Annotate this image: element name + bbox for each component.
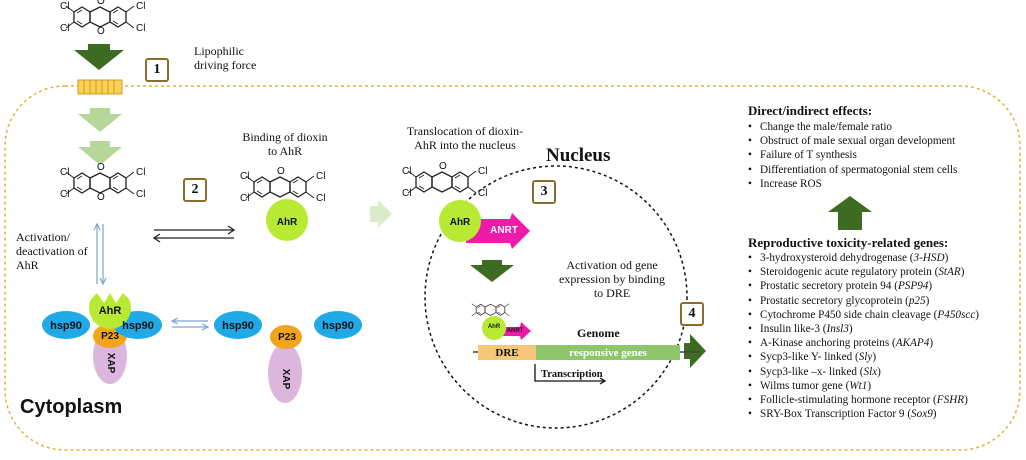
genome-label: Genome bbox=[577, 326, 620, 340]
list-item: Follicle-stimulating hormone receptor (F… bbox=[748, 393, 979, 407]
cl-label: Cl bbox=[136, 23, 146, 34]
responsive-genes-label: responsive genes bbox=[569, 347, 647, 359]
p23-label: P23 bbox=[278, 332, 296, 343]
lipid-bilayer bbox=[77, 79, 123, 95]
transcription-arrow bbox=[534, 364, 607, 385]
anrt-label-small: ANRT bbox=[506, 328, 524, 334]
arrow-down-membrane bbox=[78, 108, 122, 132]
list-item: SRY-Box Transcription Factor 9 (Sox9) bbox=[748, 407, 979, 421]
xap-label: XAP bbox=[105, 352, 116, 374]
o-label: O bbox=[277, 166, 285, 177]
ahr-protein-bound bbox=[266, 199, 308, 241]
arrow-up-effects bbox=[828, 196, 872, 230]
hsp90-label: hsp90 bbox=[122, 320, 154, 332]
cytoplasm-title: Cytoplasm bbox=[20, 396, 123, 418]
lipophilic-label: Lipophilic driving force bbox=[194, 44, 257, 72]
arrow-down-entry bbox=[74, 44, 124, 70]
dre-bound-complex bbox=[482, 316, 531, 340]
list-item: A-Kinase anchoring proteins (AKAP4) bbox=[748, 336, 979, 350]
dioxin-molecule-cytoplasm bbox=[65, 171, 135, 195]
xap-label: XAP bbox=[280, 368, 291, 390]
ahr-label-small: AhR bbox=[487, 324, 501, 330]
genome-dna bbox=[473, 345, 700, 360]
o-label: O bbox=[97, 26, 105, 37]
cl-label: Cl bbox=[60, 23, 70, 34]
list-item: Sycp3-like Y- linked (Sly) bbox=[748, 350, 979, 364]
list-item: Obstruct of male sexual organ developmen… bbox=[748, 134, 957, 148]
cl-label: Cl bbox=[136, 189, 146, 200]
cl-label: Cl bbox=[60, 167, 70, 178]
activation-ahr-label: Activation/ deactivation of AhR bbox=[16, 230, 88, 272]
list-item: 3-hydroxysteroid dehydrogenase (3-HSD) bbox=[748, 251, 979, 265]
arrow-down-cytoplasm bbox=[78, 141, 122, 165]
ahr-anrt-complex bbox=[439, 200, 530, 249]
list-item: Insulin like-3 (Insl3) bbox=[748, 322, 979, 336]
step-badge-1: 1 bbox=[145, 58, 169, 82]
cell-membrane bbox=[4, 85, 1021, 451]
free-chaperones bbox=[214, 311, 362, 403]
list-item: Cytochrome P450 side chain cleavage (P45… bbox=[748, 308, 979, 322]
cl-label: Cl bbox=[478, 166, 488, 177]
effects-heading: Direct/indirect effects: bbox=[748, 103, 873, 118]
arrow-right-output bbox=[684, 334, 706, 368]
effects-list: Change the male/female ratio Obstruct of… bbox=[748, 120, 957, 191]
arrow-right-translocation bbox=[370, 200, 392, 228]
cl-label: Cl bbox=[240, 171, 250, 182]
hsp90-label: hsp90 bbox=[50, 320, 82, 332]
list-item: Steroidogenic acute regulatory protein (… bbox=[748, 265, 979, 279]
dre-label: DRE bbox=[495, 347, 519, 359]
cl-label: Cl bbox=[316, 193, 326, 204]
hsp90-label: hsp90 bbox=[222, 320, 254, 332]
activation-gene-label: Activation od gene expression by binding… bbox=[559, 258, 665, 300]
list-item: Prostatic secretory protein 94 (PSP94) bbox=[748, 279, 979, 293]
o-label: O bbox=[439, 161, 447, 172]
anrt-label: ANRT bbox=[490, 225, 518, 236]
list-item: Wilms tumor gene (Wt1) bbox=[748, 379, 979, 393]
cl-label: Cl bbox=[60, 189, 70, 200]
list-item: Prostatic secretory glycoprotein (p25) bbox=[748, 294, 979, 308]
dioxin-molecule-translocated bbox=[407, 170, 477, 194]
step-badge-4: 4 bbox=[680, 302, 704, 326]
dioxin-molecule-dre-bound bbox=[471, 303, 510, 317]
cl-label: Cl bbox=[402, 166, 412, 177]
equilibrium-arrows bbox=[152, 225, 236, 243]
arrow-down-nucleus bbox=[470, 260, 514, 282]
list-item: Failure of T synthesis bbox=[748, 148, 957, 162]
cl-label: Cl bbox=[478, 188, 488, 199]
ahr-label: AhR bbox=[98, 305, 122, 317]
nucleus-membrane bbox=[424, 165, 688, 429]
ahr-chaperone-complex bbox=[42, 293, 162, 384]
ahr-label: AhR bbox=[449, 217, 471, 228]
dioxin-molecule-ahr-bound bbox=[245, 175, 315, 199]
cl-label: Cl bbox=[60, 1, 70, 12]
genes-heading: Reproductive toxicity-related genes: bbox=[748, 235, 949, 250]
nucleus-title: Nucleus bbox=[546, 145, 611, 166]
cl-label: Cl bbox=[240, 193, 250, 204]
o-label: O bbox=[97, 0, 105, 7]
list-item: Differentiation of spermatogonial stem c… bbox=[748, 163, 957, 177]
o-label: O bbox=[97, 192, 105, 203]
genes-list: 3-hydroxysteroid dehydrogenase (3-HSD) S… bbox=[748, 251, 979, 422]
translocation-label: Translocation of dioxin-AhR into the nuc… bbox=[406, 124, 524, 152]
blue-double-arrows bbox=[93, 222, 210, 331]
list-item: Increase ROS bbox=[748, 177, 957, 191]
binding-label: Binding of dioxin to AhR bbox=[242, 130, 328, 158]
cl-label: Cl bbox=[136, 167, 146, 178]
step-badge-2: 2 bbox=[183, 178, 207, 202]
list-item: Sycp3-like –x- linked (Slx) bbox=[748, 365, 979, 379]
hsp90-label: hsp90 bbox=[322, 320, 354, 332]
cl-label: Cl bbox=[402, 188, 412, 199]
cl-label: Cl bbox=[136, 1, 146, 12]
cl-label: Cl bbox=[316, 171, 326, 182]
o-label: O bbox=[97, 162, 105, 173]
step-badge-3: 3 bbox=[532, 180, 556, 204]
list-item: Change the male/female ratio bbox=[748, 120, 957, 134]
transcription-label: Transcription bbox=[541, 369, 603, 380]
p23-label: P23 bbox=[101, 331, 119, 342]
ahr-label: AhR bbox=[276, 217, 298, 228]
dioxin-molecule-outside bbox=[65, 5, 135, 29]
